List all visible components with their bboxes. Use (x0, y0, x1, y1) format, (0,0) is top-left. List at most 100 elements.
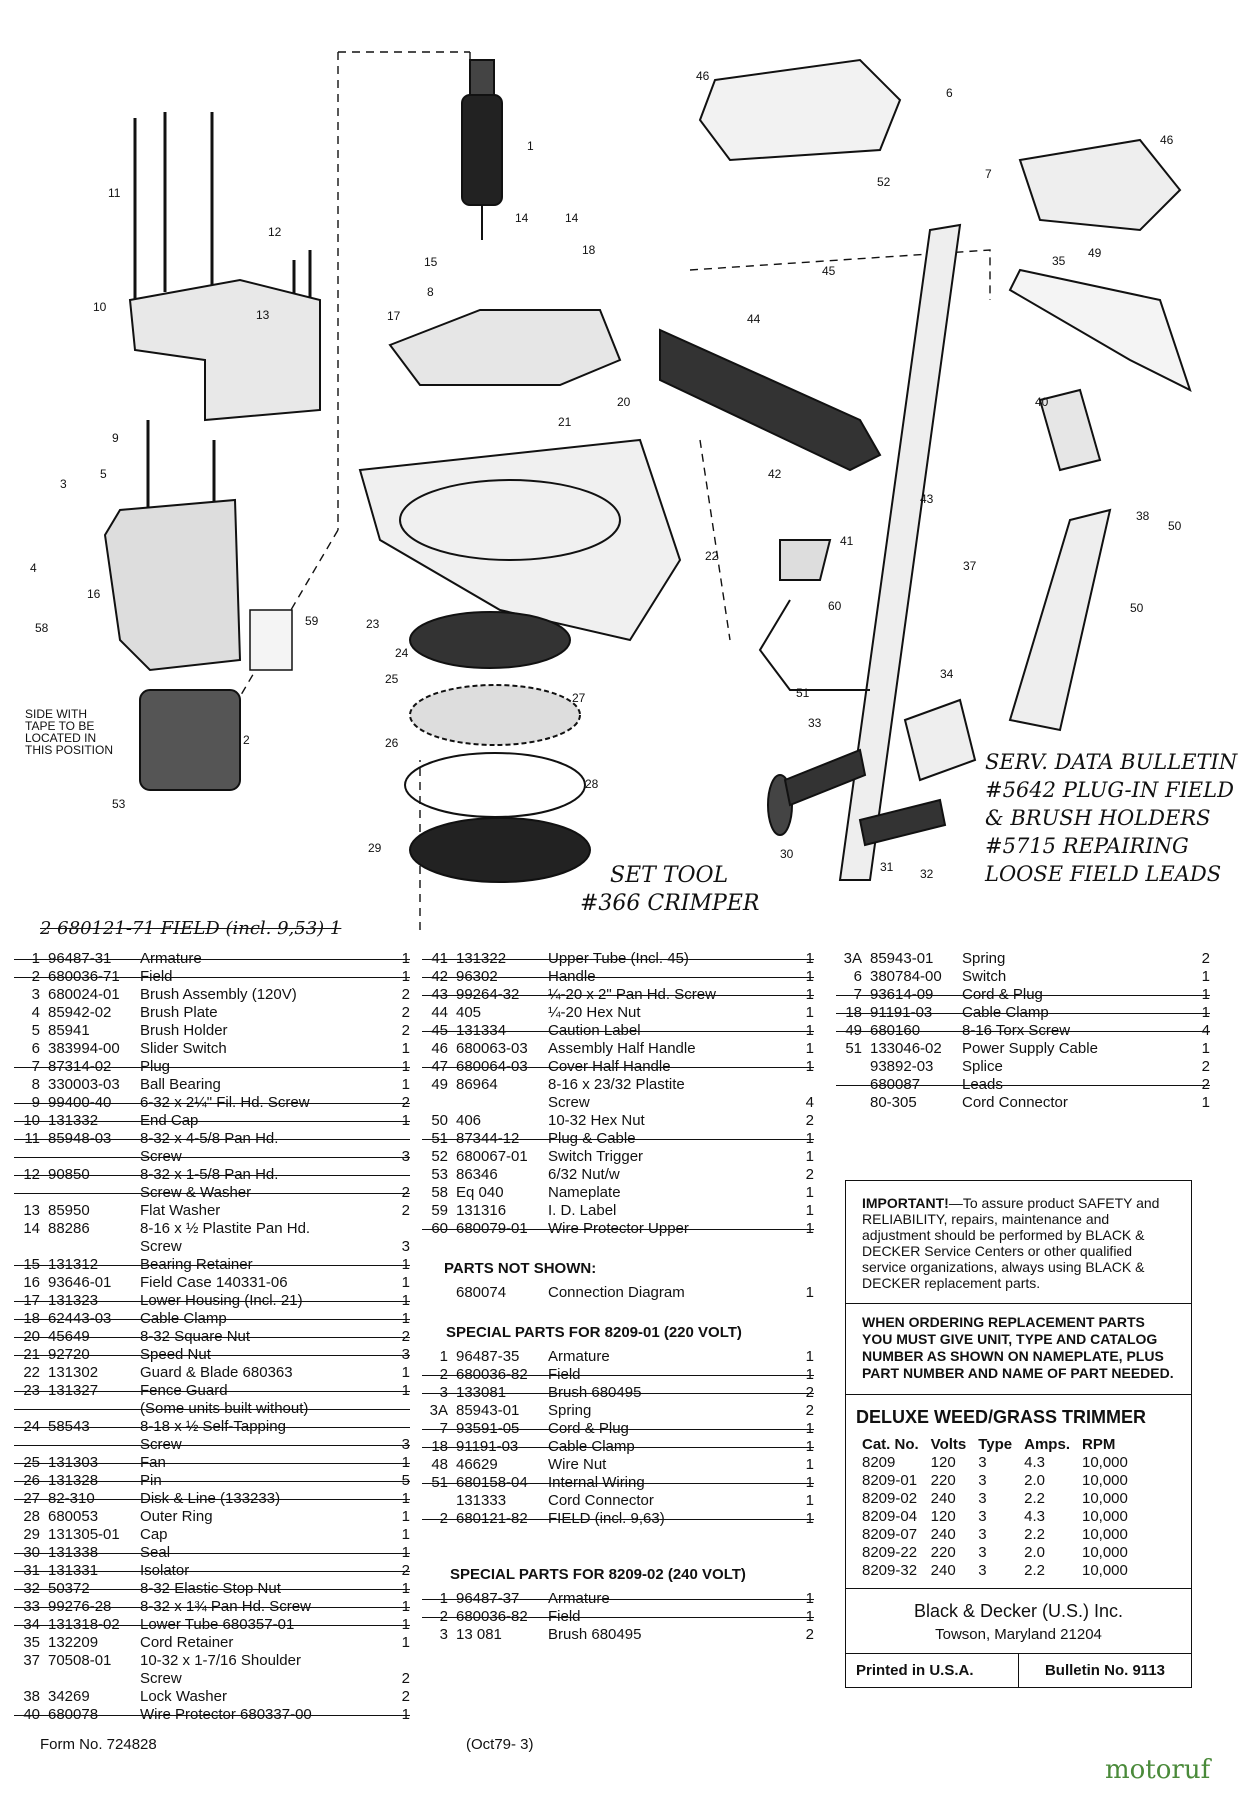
part-number: 96487-31 (48, 950, 112, 967)
part-description: Power Supply Cable (962, 1040, 1098, 1057)
part-quantity (390, 1166, 410, 1184)
side-note: SIDE WITH TAPE TO BE LOCATED IN THIS POS… (25, 708, 113, 756)
part-description: Armature (548, 1590, 610, 1607)
part-number: 680036-71 (48, 968, 120, 985)
part-quantity: 1 (805, 1510, 814, 1527)
part-number: 680121-82 (456, 1510, 528, 1527)
part-description: ¼-20 Hex Nut (548, 1004, 641, 1021)
callout: 53 (112, 797, 126, 811)
part-ref-number: 24 (23, 1418, 40, 1435)
callout: 18 (582, 243, 596, 257)
table-cell: 8209-32 (862, 1562, 918, 1579)
part-description: Seal (140, 1544, 171, 1561)
callout: 6 (946, 86, 953, 100)
part-number: 93646-01 (48, 1274, 112, 1291)
part-number: Eq 040 (456, 1184, 504, 1201)
table-cell: 220 (930, 1472, 956, 1489)
part-quantity: 1 (401, 1616, 410, 1633)
part-quantity: 1 (805, 1040, 814, 1057)
part-ref-number (422, 1492, 456, 1510)
part-number: 99400-40 (48, 1094, 112, 1111)
part-number: 680087 (870, 1076, 921, 1093)
part-number: 680053 (48, 1508, 99, 1525)
part-number: 680024-01 (48, 986, 120, 1003)
set-tool-line: SET TOOL (610, 863, 729, 888)
part-number: 13 081 (456, 1626, 502, 1643)
callout: 37 (963, 559, 977, 573)
part-number: 90850 (48, 1166, 90, 1183)
callout: 50 (1168, 519, 1182, 533)
part-number: 34269 (48, 1688, 90, 1705)
section-title: PARTS NOT SHOWN: (444, 1260, 597, 1277)
part-description: Brush 680495 (548, 1626, 642, 1643)
part-number: 82-310 (48, 1490, 95, 1507)
part-number: 131338 (48, 1544, 99, 1561)
part-quantity: 1 (805, 1438, 814, 1455)
part-description: Cord Connector (548, 1492, 654, 1509)
callout: 1 (527, 139, 534, 153)
part-number: 133046-02 (870, 1040, 942, 1057)
part-description: Bearing Retainer (140, 1256, 253, 1273)
part-quantity: 1 (401, 1706, 410, 1723)
part-number: 85942-02 (48, 1004, 112, 1021)
part-ref-number: 46 (431, 1040, 448, 1057)
part-ref-number: 51 (431, 1130, 448, 1147)
part-quantity: 2 (401, 1202, 410, 1219)
table-header: Cat. No. (862, 1436, 919, 1453)
table-cell: 3 (978, 1490, 987, 1507)
part-ref-number (422, 1284, 456, 1302)
part-quantity: 2 (805, 1112, 814, 1129)
callout: 42 (768, 467, 782, 481)
part-quantity: 1 (401, 1598, 410, 1615)
part-ref-number: 5 (31, 1022, 40, 1039)
part-quantity: 1 (401, 1058, 410, 1075)
part-description: Internal Wiring (548, 1474, 645, 1491)
part-description: Lock Washer (140, 1688, 227, 1705)
part-number: 93614-09 (870, 986, 934, 1003)
part-quantity: 1 (805, 1492, 814, 1509)
part-description: Assembly Half Handle (548, 1040, 696, 1057)
part-number: 680036-82 (456, 1608, 528, 1625)
table-cell: 120 (930, 1508, 956, 1525)
table-cell: 2.0 (1024, 1544, 1045, 1561)
callout: 2 (243, 733, 250, 747)
part-description: ¼-20 x 2" Pan Hd. Screw (548, 986, 716, 1003)
callout: 46 (1160, 133, 1174, 147)
part-description: 8-16 x 23/32 Plastite (548, 1076, 685, 1093)
callout: 29 (368, 841, 382, 855)
part-number: 405 (456, 1004, 482, 1021)
table-cell: 240 (930, 1490, 956, 1507)
part-description: Outer Ring (140, 1508, 213, 1525)
callout: 45 (822, 264, 836, 278)
part-number: 680078 (48, 1706, 99, 1723)
callout: 20 (617, 395, 631, 409)
table-cell: 2.2 (1024, 1562, 1045, 1579)
part-quantity: 2 (401, 1184, 410, 1201)
part-ref-number: 13 (23, 1202, 40, 1219)
part-ref-number: 31 (23, 1562, 40, 1579)
part-ref-number: 53 (431, 1166, 448, 1183)
part-quantity: 2 (401, 1004, 410, 1021)
part-quantity: 1 (1201, 1094, 1210, 1111)
part-description: Armature (548, 1348, 610, 1365)
